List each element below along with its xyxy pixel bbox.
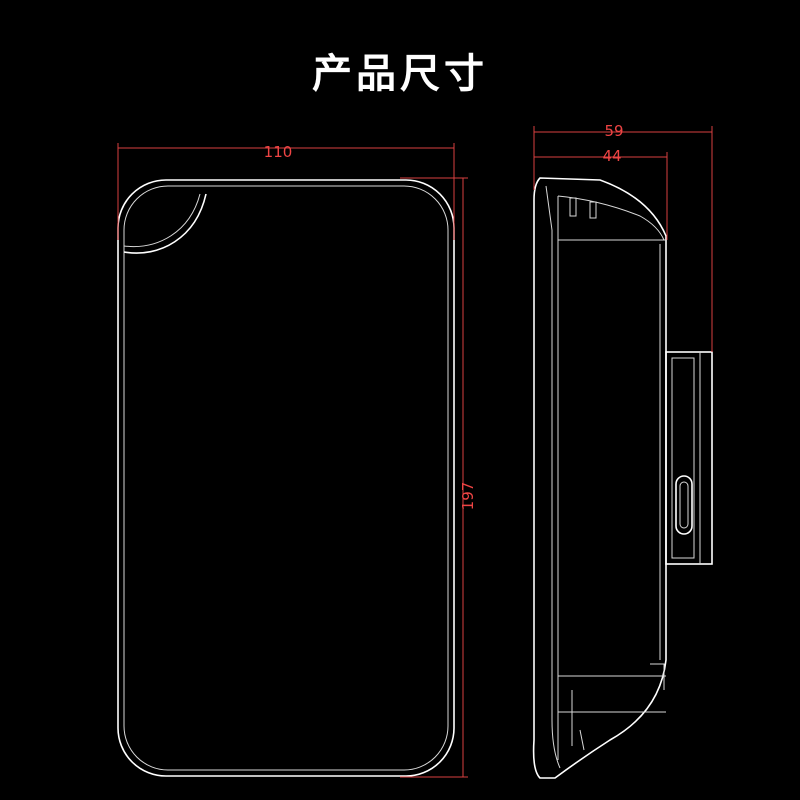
dim-front-width-label: 110 (264, 143, 293, 161)
side-view (532, 177, 713, 779)
dim-front-height-label: 197 (459, 482, 477, 511)
side-outer-profile (532, 177, 667, 779)
side-bottom-detail (571, 663, 665, 751)
dimension-side-body-depth: 44 (534, 147, 668, 240)
front-outer-outline (117, 179, 455, 777)
side-wall-bracket (665, 351, 713, 565)
front-inner-outline (123, 185, 449, 771)
front-view (117, 179, 455, 777)
side-inner-profile (545, 185, 561, 769)
side-top-clip-2 (589, 201, 597, 219)
dimension-front-width: 110 (117, 143, 455, 240)
side-top-clip-1 (569, 197, 577, 217)
dimension-side-total-depth: 59 (533, 122, 713, 352)
side-bracket-slot-inner (679, 481, 689, 529)
dim-side-body-label: 44 (602, 147, 621, 165)
side-bottom-band (558, 675, 666, 713)
dim-side-total-label: 59 (604, 122, 623, 140)
dimension-front-height: 197 (400, 177, 477, 778)
side-wall-bracket-inner (671, 357, 695, 559)
side-top-cap (557, 195, 665, 241)
front-corner-arc (123, 193, 207, 254)
front-corner-arc-inner (123, 193, 201, 248)
side-bracket-slot (675, 475, 693, 535)
page-title: 产品尺寸 (312, 51, 488, 97)
